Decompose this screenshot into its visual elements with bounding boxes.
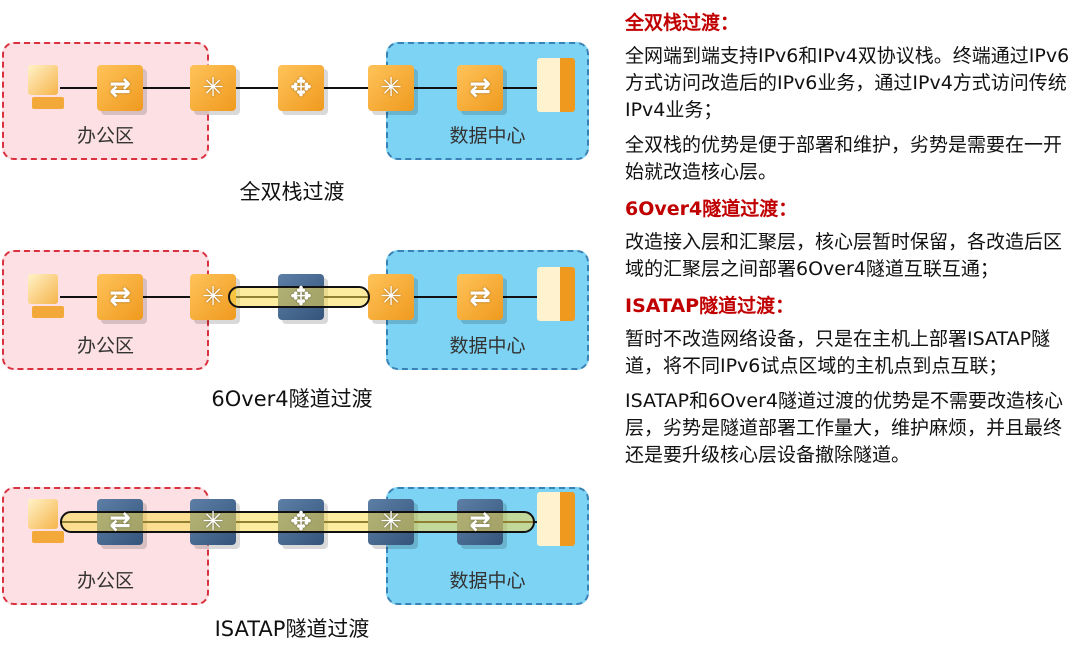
access-switch-icon: ⇄ [469,73,491,103]
section-title: ISATAP隧道过渡： [625,295,795,317]
server-icon [537,492,575,546]
aggregation-switch-icon: ✳ [202,73,224,103]
tunnel [228,286,370,308]
pc-icon [26,65,66,111]
access-switch-box [457,274,503,320]
aggregation-switch-icon: ✳ [380,282,402,312]
diagram-caption: 6Over4隧道过渡 [211,387,373,411]
core-router-icon: ✥ [290,507,312,537]
section-paragraph: 全双栈的优势是便于部署和维护，劣势是需要在一开始就改造核心层。 [625,134,1063,183]
diagram-caption: ISATAP隧道过渡 [214,617,370,641]
aggregation-switch-icon: ✳ [380,507,402,537]
office-zone-label: 办公区 [76,570,134,592]
section-title: 6Over4隧道过渡： [625,198,798,220]
section-paragraph: ISATAP和6Over4隧道过渡的优势是不需要改造核心层，劣势是隧道部署工作量… [625,390,1064,466]
access-switch-box [457,65,503,111]
core-router-icon: ✥ [290,282,312,312]
access-switch-icon: ⇄ [469,282,491,312]
access-switch-icon: ⇄ [109,282,131,312]
aggregation-switch-icon: ✳ [380,73,402,103]
aggregation-switch-box [368,65,414,111]
description-panel: 全双栈过渡： 全网端到端支持IPv6和IPv4双协议栈。终端通过IPv6方式访问… [625,8,1070,477]
server-icon [537,267,575,321]
section-title: 全双栈过渡： [625,12,740,34]
access-switch-box [97,65,143,111]
aggregation-switch-icon: ✳ [202,282,224,312]
tunnel [60,511,535,533]
pc-icon [26,499,66,545]
section-paragraph: 全网端到端支持IPv6和IPv4双协议栈。终端通过IPv6方式访问改造后的IPv… [625,45,1070,121]
core-router-box [278,65,324,111]
aggregation-switch-box [190,65,236,111]
diagram-caption: 全双栈过渡 [239,180,345,204]
core-router-icon: ✥ [290,73,312,103]
aggregation-switch-icon: ✳ [202,507,224,537]
access-switch-icon: ⇄ [469,507,491,537]
section-paragraph: 暂时不改造网络设备，只是在主机上部署ISATAP隧道，将不同IPv6试点区域的主… [625,328,1051,377]
aggregation-switch-box [368,274,414,320]
access-switch-icon: ⇄ [109,73,131,103]
datacenter-zone-label: 数据中心 [449,125,526,147]
office-zone-label: 办公区 [76,125,134,147]
pc-icon [26,274,66,320]
server-icon [537,58,575,112]
office-zone-label: 办公区 [76,335,134,357]
access-switch-box [97,274,143,320]
access-switch-icon: ⇄ [109,507,131,537]
section-paragraph: 改造接入层和汇聚层，核心层暂时保留，各改造后区域的汇聚层之间部署6Over4隧道… [625,231,1063,280]
datacenter-zone-label: 数据中心 [449,335,526,357]
datacenter-zone-label: 数据中心 [449,570,526,592]
